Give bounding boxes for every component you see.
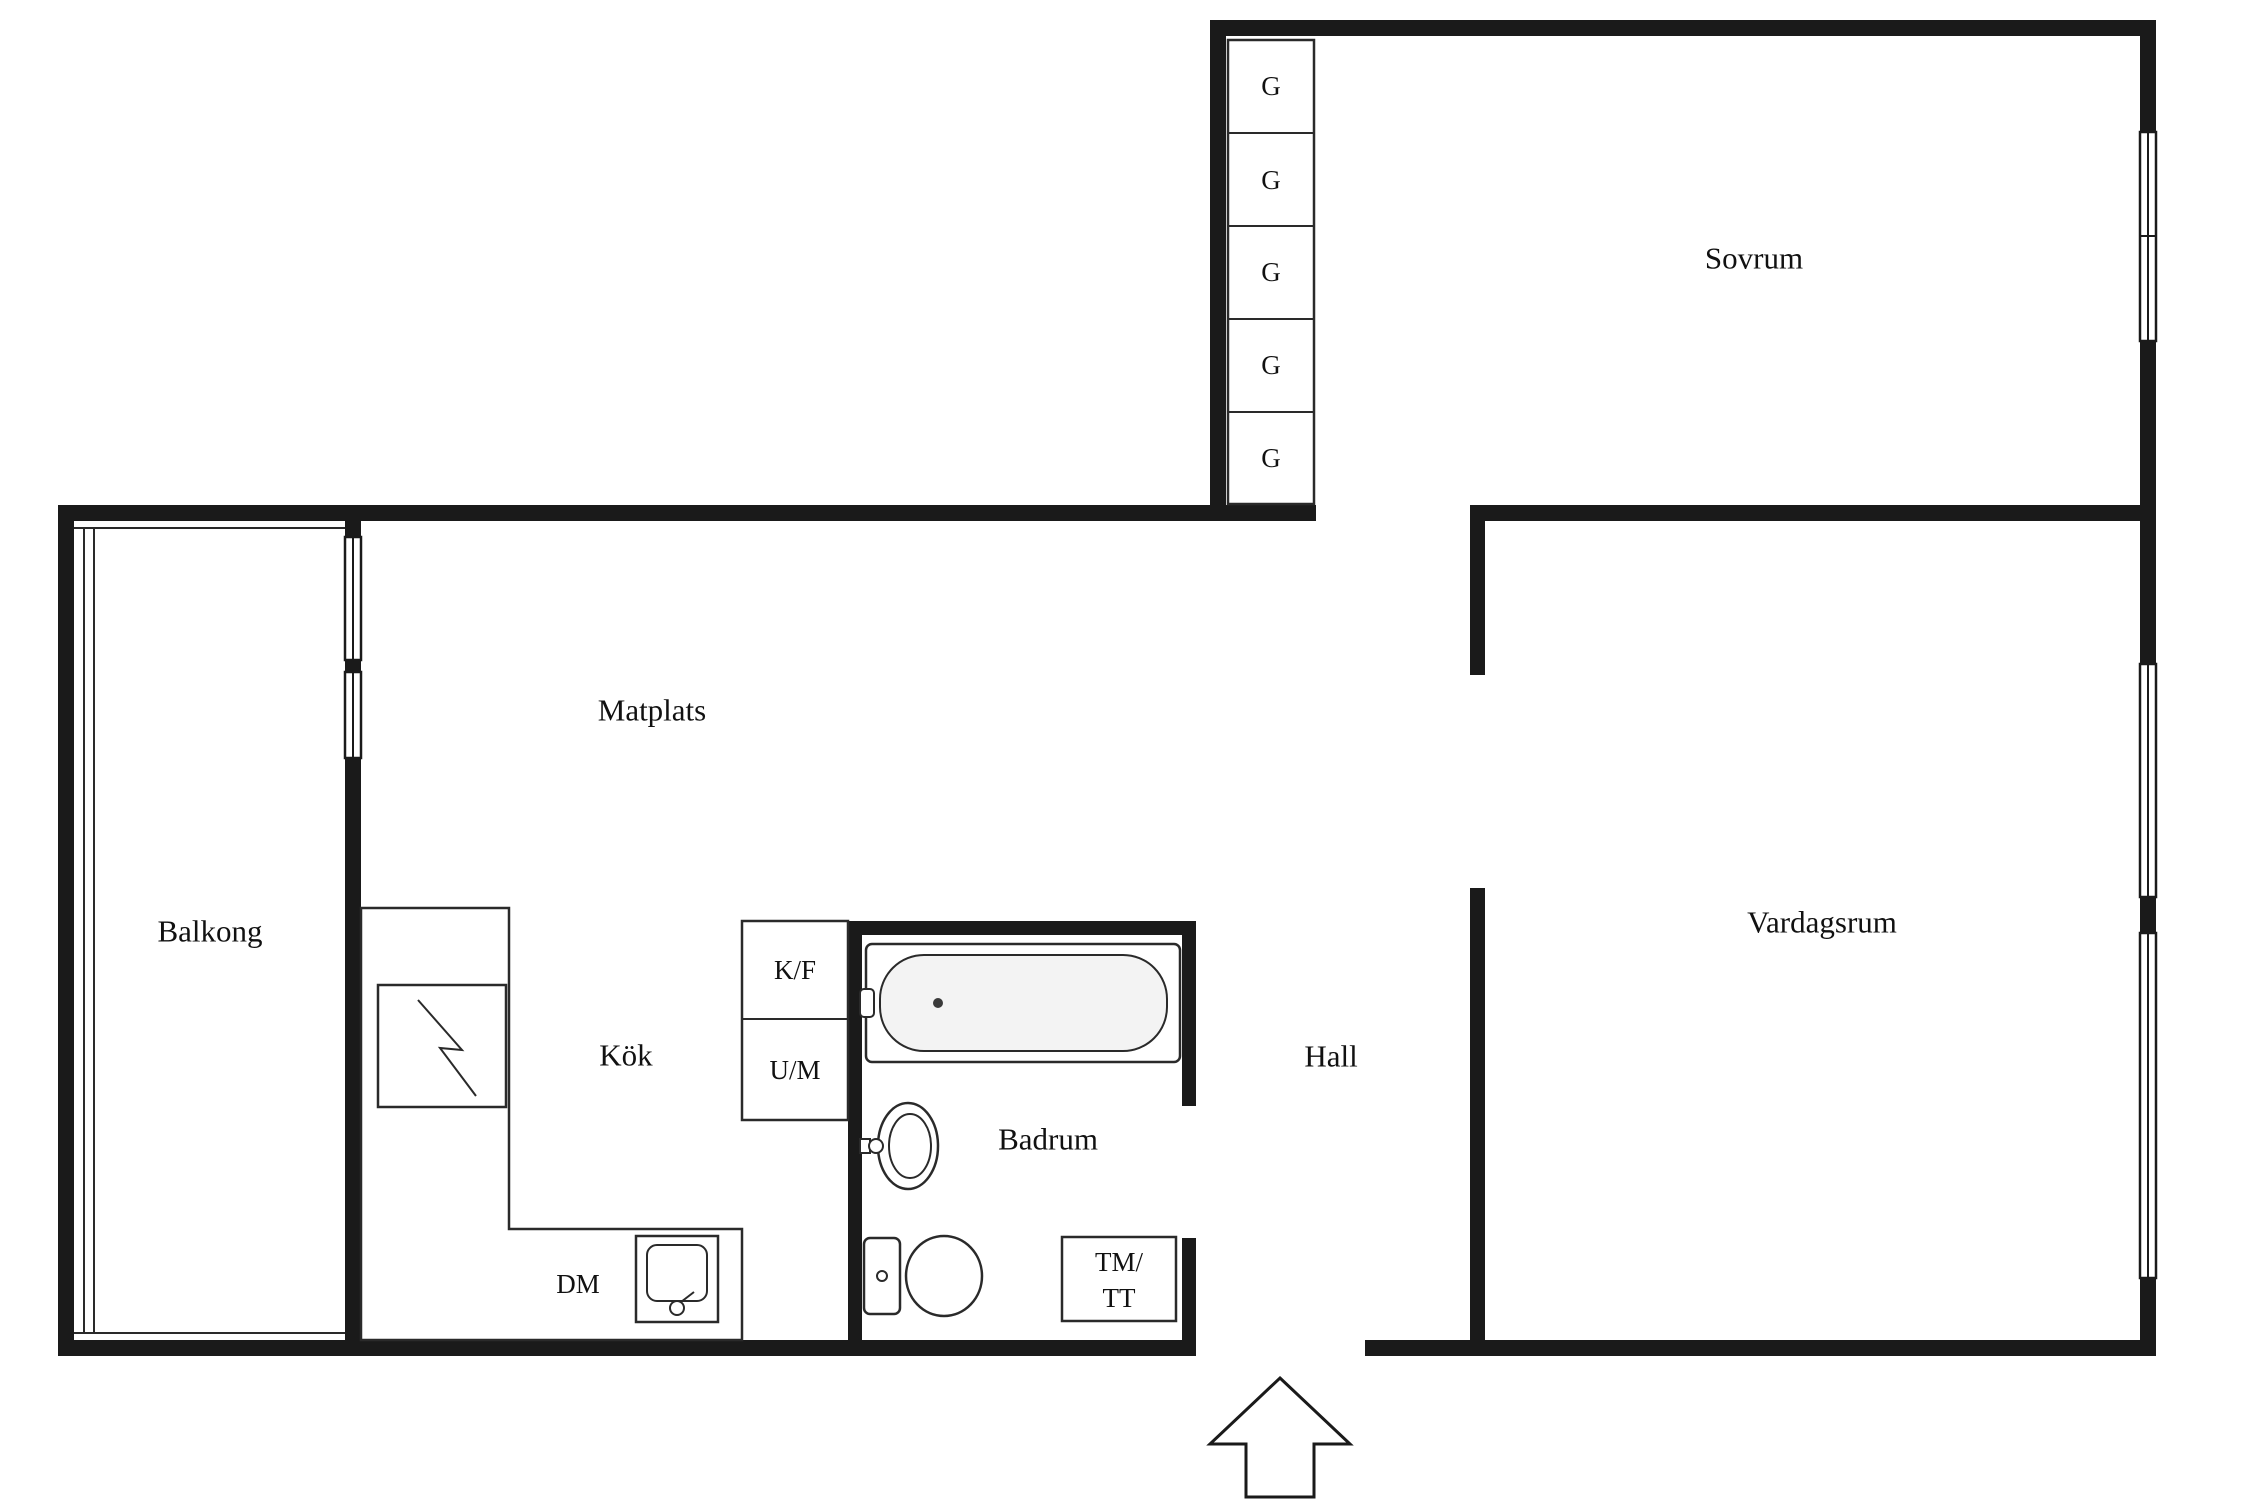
room-labels: Sovrum Matplats Balkong Kök Badrum Hall … — [157, 241, 1896, 1157]
room-label-badrum: Badrum — [998, 1122, 1098, 1157]
balkong-railing — [74, 527, 345, 1334]
fridge-freezer-cabinet: K/F U/M — [740, 919, 850, 1122]
kitchen-fixtures: K/F U/M DM — [359, 906, 850, 1342]
washer-dryer-label-line1: TM/ — [1095, 1247, 1144, 1277]
dishwasher-label: DM — [556, 1269, 600, 1299]
wardrobe-label-4: G — [1261, 350, 1281, 380]
kitchen-sink — [634, 1234, 720, 1324]
wall-right-mid — [2140, 341, 2156, 664]
wall-balkong-top-stub — [345, 521, 361, 537]
wall-bottom-right — [1365, 1340, 2156, 1356]
door-balkong — [343, 670, 363, 760]
room-label-hall: Hall — [1304, 1039, 1357, 1074]
wall-right-pier — [2140, 897, 2156, 933]
wall-balkong-lower — [345, 758, 361, 1340]
outer-walls — [58, 20, 2156, 1356]
bathtub — [859, 942, 1182, 1064]
wall-badrum-right-upper — [1182, 935, 1196, 1106]
room-label-sovrum: Sovrum — [1705, 241, 1803, 276]
interior-walls — [345, 521, 1485, 1340]
bathtub-drain — [933, 998, 943, 1008]
electrical-panel — [376, 983, 508, 1109]
window-balkong — [343, 535, 363, 662]
window-sovrum — [2138, 130, 2158, 343]
room-label-vardagsrum: Vardagsrum — [1747, 905, 1897, 940]
wall-hall-vardagsrum-lower — [1470, 888, 1485, 1340]
wardrobe-outline — [1226, 38, 1316, 506]
toilet — [862, 1234, 984, 1318]
wardrobe-column: G G G G G — [1226, 38, 1316, 506]
wall-main-left-segment — [58, 505, 1316, 521]
wall-badrum-top — [848, 921, 1196, 935]
wardrobe-label-3: G — [1261, 257, 1281, 287]
oven-microwave-label: U/M — [769, 1055, 820, 1085]
room-label-matplats: Matplats — [598, 693, 707, 728]
washer-dryer-label-line2: TT — [1103, 1283, 1136, 1313]
wardrobe-label-1: G — [1261, 71, 1281, 101]
wall-hall-vardagsrum-upper — [1470, 521, 1485, 675]
wardrobe-label-2: G — [1261, 165, 1281, 195]
wardrobe-label-5: G — [1261, 443, 1281, 473]
wall-balkong-mullion — [345, 660, 361, 672]
lightning-bolt-icon — [417, 999, 477, 1097]
wall-right-upper — [2140, 20, 2156, 132]
windows — [343, 130, 2158, 1280]
wall-bottom-left — [58, 1340, 1196, 1356]
fridge-freezer-label: K/F — [774, 955, 816, 985]
entry-arrow-icon — [1206, 1375, 1354, 1499]
window-vardagsrum-upper — [2138, 662, 2158, 899]
bathroom-sink — [859, 1101, 940, 1191]
washer-dryer-niche: TM/ TT — [1060, 1235, 1178, 1323]
wall-sovrum-left — [1210, 20, 1226, 521]
wall-sovrum-top — [1210, 20, 2156, 36]
wall-badrum-left — [848, 935, 862, 1340]
wall-main-right-segment — [1470, 505, 2156, 521]
wall-left-outer — [58, 505, 74, 1356]
room-label-balkong: Balkong — [157, 914, 262, 949]
wall-badrum-right-lower — [1182, 1238, 1196, 1340]
room-label-kok: Kök — [599, 1038, 653, 1073]
window-vardagsrum-lower — [2138, 931, 2158, 1280]
wall-right-lower — [2140, 1278, 2156, 1356]
bathroom-fixtures: TM/ TT — [859, 942, 1182, 1323]
